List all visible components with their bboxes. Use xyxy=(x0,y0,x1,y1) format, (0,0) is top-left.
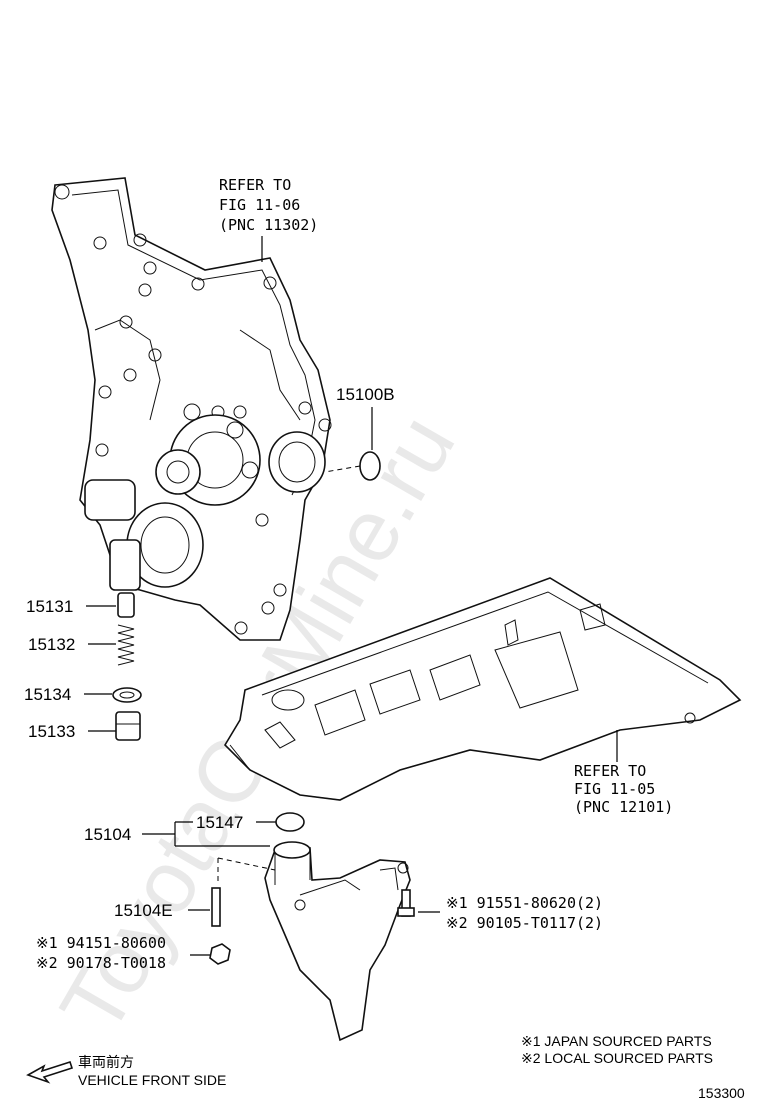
front-label-jp: 車両前方 xyxy=(78,1054,134,1070)
refer-right-line2: FIG 11-05 xyxy=(574,780,655,798)
front-arrow-icon xyxy=(26,1060,74,1084)
stud-15104E xyxy=(211,887,221,927)
gasket-15134 xyxy=(112,687,142,703)
refer-top-line1: REFER TO xyxy=(219,176,291,194)
label-15131: 15131 xyxy=(26,597,73,616)
label-15100B: 15100B xyxy=(336,385,395,404)
plug-15133 xyxy=(115,711,141,741)
timing-cover-illustration xyxy=(51,177,332,641)
figure-number: 153300 xyxy=(698,1085,745,1101)
label-15104: 15104 xyxy=(84,825,131,844)
nut-label-1: ※1 94151-80600 xyxy=(36,934,166,952)
refer-top-line3: (PNC 11302) xyxy=(219,216,318,234)
label-15133: 15133 xyxy=(28,722,75,741)
label-15104E: 15104E xyxy=(114,901,173,920)
nut-icon xyxy=(209,943,231,965)
bolt-label-2: ※2 90105-T0117(2) xyxy=(446,914,603,932)
refer-right-line1: REFER TO xyxy=(574,762,646,780)
refer-right-line3: (PNC 12101) xyxy=(574,798,673,816)
o-ring-15100B xyxy=(359,451,381,481)
label-15132: 15132 xyxy=(28,635,75,654)
legend-line-1: ※1 JAPAN SOURCED PARTS xyxy=(521,1033,712,1049)
label-15134: 15134 xyxy=(24,685,71,704)
oil-strainer-illustration xyxy=(264,841,411,1042)
spring-15132 xyxy=(117,624,135,666)
gasket-15147 xyxy=(275,812,305,832)
nut-label-2: ※2 90178-T0018 xyxy=(36,954,166,972)
label-15147: 15147 xyxy=(196,813,243,832)
relief-valve-15131 xyxy=(117,592,135,618)
oil-pan-illustration xyxy=(223,577,742,801)
refer-top-line2: FIG 11-06 xyxy=(219,196,300,214)
bolt-label-1: ※1 91551-80620(2) xyxy=(446,894,603,912)
legend-line-2: ※2 LOCAL SOURCED PARTS xyxy=(521,1050,713,1066)
front-label-en: VEHICLE FRONT SIDE xyxy=(78,1072,226,1088)
